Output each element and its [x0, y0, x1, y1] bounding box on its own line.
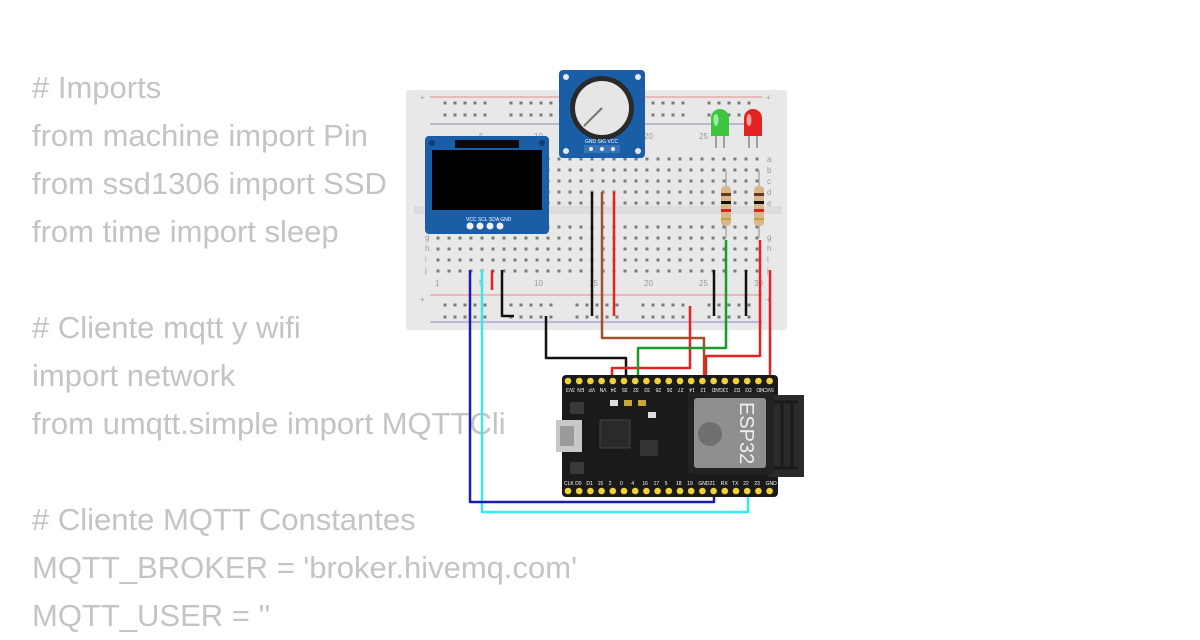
- esp32-top-pin-label: VN: [599, 386, 606, 392]
- esp32-top-pin-label: D2: [734, 386, 741, 392]
- esp32-bottom-pin-label: 4: [631, 481, 634, 487]
- code-line: from time import sleep: [32, 214, 339, 249]
- wire-green-led: [636, 240, 728, 380]
- row-letter: b: [767, 166, 772, 175]
- usb-uart-chip: [599, 419, 631, 449]
- resistor-1[interactable]: [721, 170, 731, 238]
- wire-red-led-green: [610, 306, 692, 380]
- esp32-top-pin-label: 13: [723, 386, 729, 392]
- esp32-top-pin-label: VP: [588, 386, 595, 392]
- code-line: MQTT_BROKER = 'broker.hivemq.com': [32, 550, 578, 585]
- column-number-bottom: 30: [754, 279, 763, 288]
- row-letter-right: h: [767, 244, 771, 253]
- esp32-bottom-pin-label: CLK: [564, 481, 574, 487]
- code-line: from ssd1306 import SSD: [32, 166, 387, 201]
- esp32-bottom-pin-label: 16: [642, 481, 648, 487]
- knob-indicator: [583, 107, 603, 127]
- code-line: MQTT_USER = '': [32, 598, 271, 633]
- esp32-top-pin-label: 34: [611, 386, 617, 392]
- encoder-pin-labels: GND SIG VCC: [585, 139, 618, 145]
- row-letter: a: [767, 155, 772, 164]
- wire-brown-encoder-sig: [600, 192, 706, 380]
- espressif-logo-icon: [698, 422, 722, 446]
- esp32-top-pin-label: EN: [577, 386, 584, 392]
- esp32-top-pin-label: 35: [622, 386, 628, 392]
- esp32-top-pin-label: 25: [655, 386, 661, 392]
- code-line: from machine import Pin: [32, 118, 368, 153]
- row-letter-left: h: [425, 244, 429, 253]
- esp32-top-pin-label: CMD: [756, 386, 768, 392]
- resistor-2[interactable]: [754, 170, 764, 238]
- column-number-bottom: 10: [534, 279, 543, 288]
- code-line: from umqtt.simple import MQTTCli: [32, 406, 506, 441]
- breadboard-center-channel: [414, 206, 782, 214]
- esp32-bottom-pin-label: 0: [620, 481, 623, 487]
- esp32-bottom-pin-label: 17: [654, 481, 660, 487]
- row-letter-right: g: [767, 233, 771, 242]
- esp32-bottom-pin-label: 23: [754, 481, 760, 487]
- esp32-top-pin-label: 26: [667, 386, 673, 392]
- esp32-top-pin-label: 32: [633, 386, 639, 392]
- code-line: # Cliente mqtt y wifi: [32, 310, 301, 345]
- esp32-bottom-pin-label: D0: [575, 481, 582, 487]
- wires: [468, 192, 772, 514]
- esp32-top-pin-label: D3: [745, 386, 752, 392]
- column-number-bottom: 15: [589, 279, 598, 288]
- row-letter: c: [767, 177, 771, 186]
- rail-mark-3: +: [420, 295, 425, 304]
- esp32-bottom-pin-label: D1: [586, 481, 593, 487]
- row-letter-right: i: [767, 255, 769, 264]
- esp32-top-pin-label: 33: [644, 386, 650, 392]
- column-number-bottom: 1: [435, 279, 440, 288]
- esp32-bottom-pin-label: RX: [721, 481, 729, 487]
- oled-display[interactable]: VCC SCL SDA GND: [425, 136, 549, 234]
- esp32-top-pin-label: 3V3: [566, 386, 575, 392]
- esp32-bottom-pin-label: 21: [710, 481, 716, 487]
- boot-button[interactable]: [570, 462, 584, 474]
- row-letter: d: [767, 188, 771, 197]
- code-line: # Cliente MQTT Constantes: [32, 502, 416, 537]
- wire-black-oled-gnd: [500, 270, 514, 318]
- esp32-bottom-pin-label: 2: [609, 481, 612, 487]
- rail-mark-1: +: [420, 93, 425, 102]
- esp32-bottom-pin-label: 5: [665, 481, 668, 487]
- row-letter-left: j: [424, 266, 427, 275]
- esp32-top-pin-label: 12: [700, 386, 706, 392]
- column-number-bottom: 25: [699, 279, 708, 288]
- en-button[interactable]: [570, 402, 584, 414]
- wire-cyan-sda: [480, 270, 750, 514]
- esp32-chip-label: ESP32: [735, 402, 757, 464]
- oled-pin-labels: VCC SCL SDA GND: [466, 217, 512, 223]
- esp32-top-pin-label: 14: [689, 386, 695, 392]
- rail-mark-2: +: [766, 93, 771, 102]
- code-line: # Imports: [32, 70, 162, 105]
- column-number-top: 20: [644, 132, 653, 141]
- esp32-bottom-pin-label: GND: [698, 481, 710, 487]
- esp32-bottom-pin-label: 22: [743, 481, 749, 487]
- led-green[interactable]: [711, 109, 729, 148]
- esp32-bottom-pin-label: TX: [732, 481, 739, 487]
- esp32-bottom-pin-label: 18: [676, 481, 682, 487]
- esp32-top-pin-label: GND: [711, 386, 723, 392]
- row-letter-left: g: [425, 233, 429, 242]
- rotary-encoder[interactable]: GND SIG VCC: [559, 70, 645, 158]
- wire-red-led-red: [704, 240, 762, 380]
- esp32-top-pin-label: 5V: [767, 386, 774, 392]
- esp32-bottom-pin-label: 15: [598, 481, 604, 487]
- esp32-bottom-pin-label: 19: [687, 481, 693, 487]
- row-letter: e: [767, 199, 772, 208]
- row-letter-left: i: [425, 255, 427, 264]
- code-line: import network: [32, 358, 236, 393]
- esp32-top-pin-label: 27: [678, 386, 684, 392]
- column-number-top: 25: [699, 132, 708, 141]
- esp32-bottom-pin-label: GND: [766, 481, 778, 487]
- row-letter-right: j: [766, 266, 769, 275]
- led-red[interactable]: [744, 109, 762, 148]
- code-listing: # Imports from machine import Pin from ssd…: [32, 64, 577, 640]
- column-number-bottom: 20: [644, 279, 653, 288]
- rail-mark-4: +: [766, 295, 771, 304]
